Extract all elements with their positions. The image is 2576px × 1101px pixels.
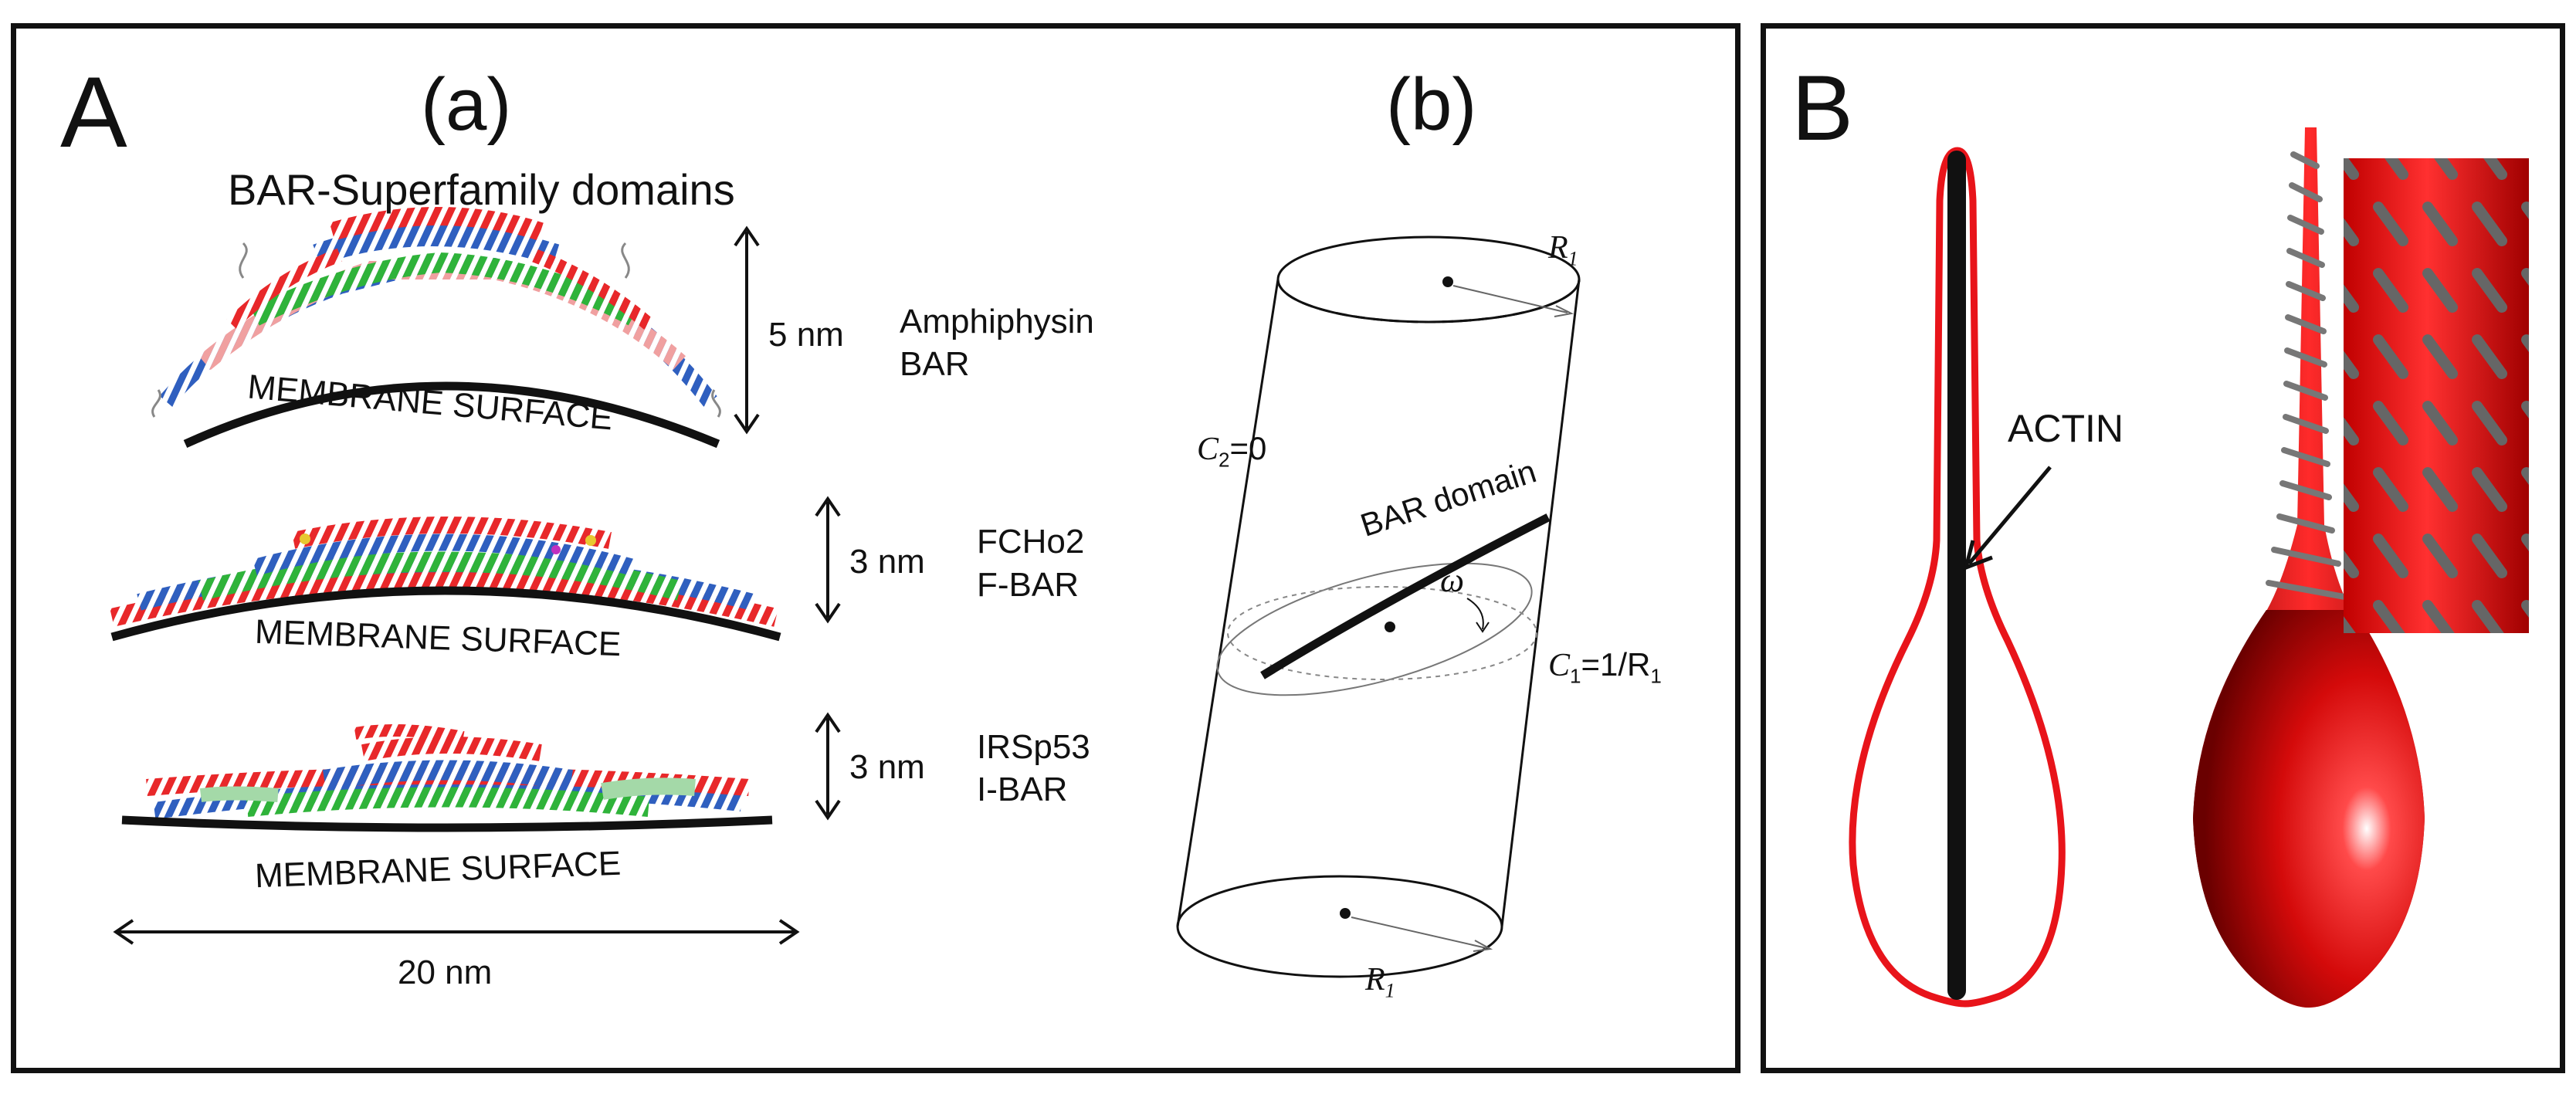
scale-label: 20 nm [398, 954, 493, 991]
membrane-outline [1849, 147, 2066, 1008]
filopodium-3d-model [2193, 127, 2425, 1008]
membrane-surface-line-2 [110, 586, 781, 642]
domain-3-name-line2: I-BAR [977, 771, 1068, 808]
panel-a-frame [11, 23, 1740, 1073]
actin-label: ACTIN [2008, 407, 2124, 450]
actin-arrow [1963, 466, 2052, 571]
cylinder-diagram [1176, 235, 1581, 978]
height-arrows [734, 225, 841, 821]
panel-a-letter: A [60, 56, 127, 168]
r1-top-label: R1 [1548, 230, 1578, 270]
domain-2-name-line1: FCHo2 [977, 523, 1085, 561]
fcho2-fbar-domain [110, 517, 778, 627]
domain-3-name-line1: IRSp53 [977, 728, 1090, 766]
r1-bottom-label: R1 [1365, 962, 1395, 1002]
domain-1-name-line2: BAR [900, 345, 970, 383]
scale-arrow [113, 919, 800, 945]
domain-3-height: 3 nm [849, 748, 925, 786]
membrane-surface-line-1 [183, 381, 720, 449]
c2-label: C2=0 [1197, 430, 1267, 472]
zoom-inset-cylinder [2344, 158, 2529, 633]
c1-label: C1=1/R1 [1548, 646, 1662, 688]
domain-2-name-line2: F-BAR [977, 566, 1079, 604]
panel-b-letter: B [1791, 56, 1854, 160]
omega-label: ω [1440, 561, 1465, 599]
subpanel-a-label: (a) [421, 63, 512, 146]
actin-filament [1947, 151, 1966, 1000]
domain-1-name-line1: Amphiphysin [900, 303, 1094, 340]
domain-2-height: 3 nm [849, 543, 925, 581]
membrane-surface-line-3 [121, 815, 773, 832]
irsp53-ibar-domain [146, 724, 750, 819]
amphiphysin-bar-domain [151, 206, 721, 418]
subpanel-b-label: (b) [1386, 63, 1477, 146]
bar-superfamily-heading: BAR-Superfamily domains [228, 165, 735, 214]
domain-1-height: 5 nm [768, 316, 844, 354]
